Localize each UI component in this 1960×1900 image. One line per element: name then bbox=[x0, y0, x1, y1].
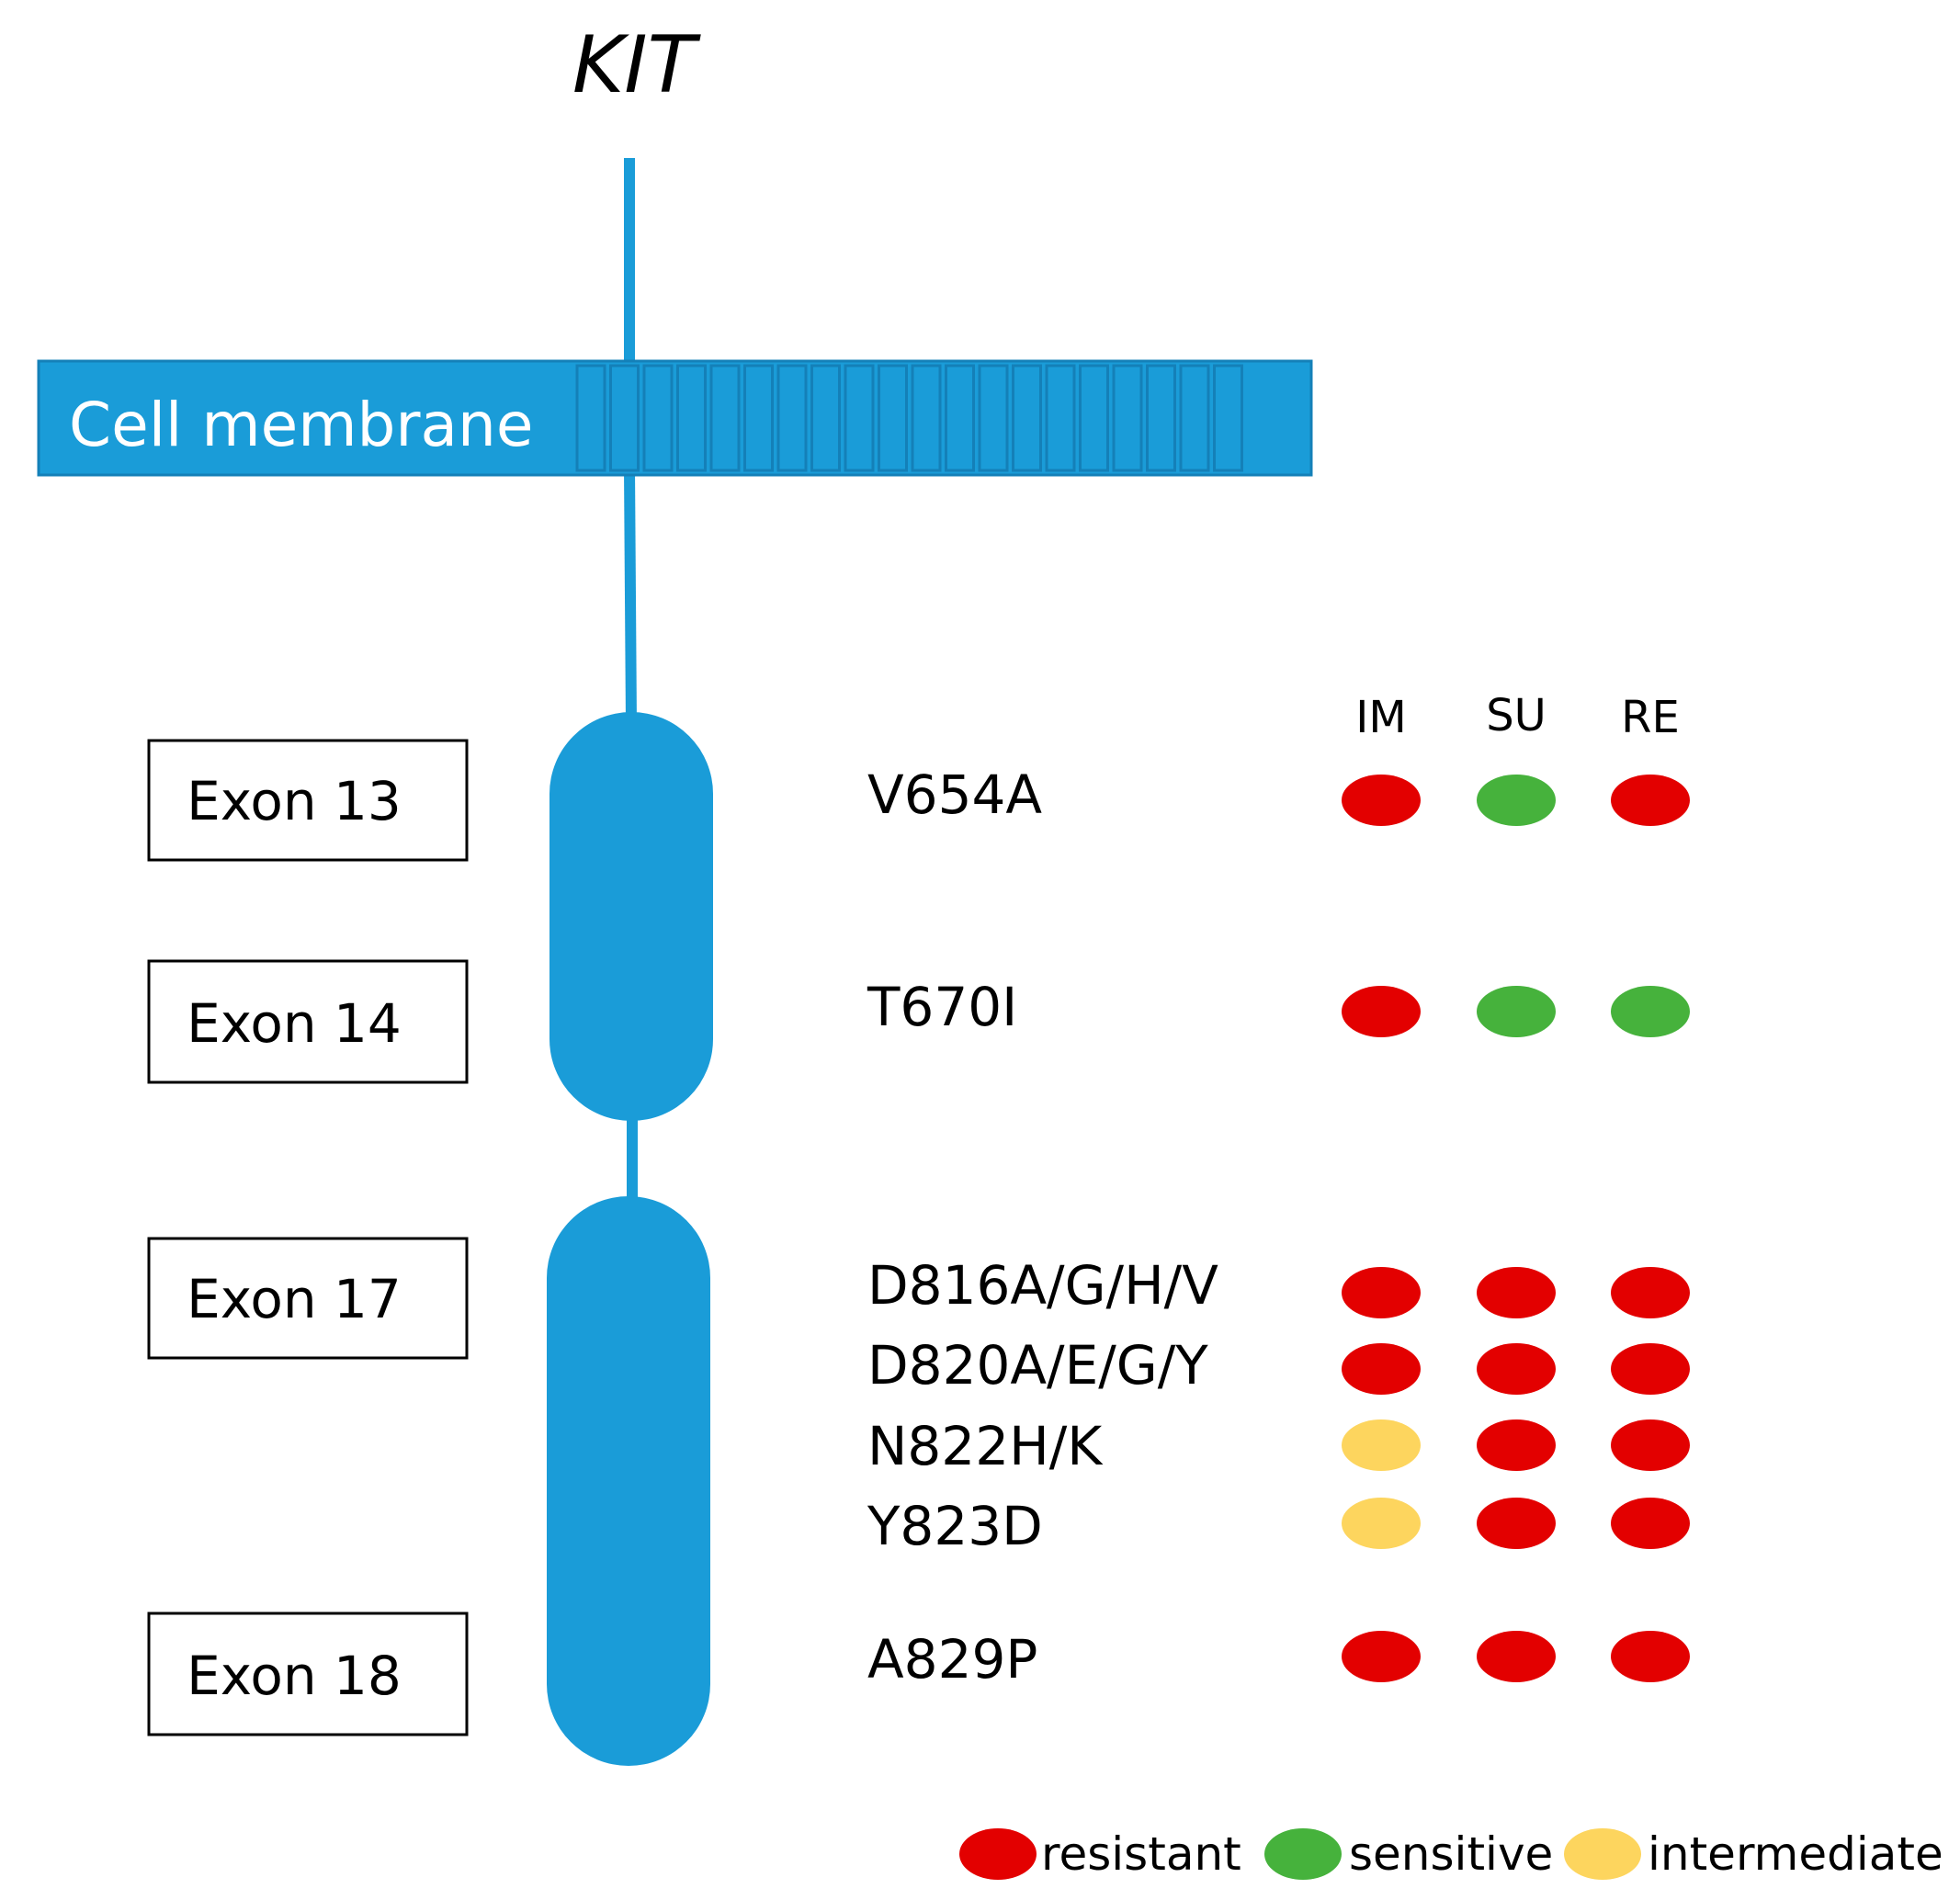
response-dot-resistant bbox=[1342, 1631, 1421, 1682]
membrane-stripe bbox=[1179, 364, 1210, 472]
exon-17-label: Exon 17 bbox=[187, 1268, 402, 1330]
response-grid bbox=[1342, 775, 1690, 1682]
membrane-stripe bbox=[1012, 364, 1042, 472]
exon-13-box: Exon 13 bbox=[147, 739, 469, 862]
membrane-stripe bbox=[1112, 364, 1143, 472]
legend-resistant-swatch bbox=[959, 1828, 1037, 1880]
membrane-stripe bbox=[911, 364, 942, 472]
legend: resistant sensitive intermediate bbox=[959, 1827, 1943, 1881]
mutation-label: N822H/K bbox=[867, 1415, 1104, 1477]
membrane-stripe bbox=[878, 364, 908, 472]
response-dot-resistant bbox=[1611, 1498, 1690, 1549]
membrane-stripe bbox=[810, 364, 841, 472]
column-header-su: SU bbox=[1486, 690, 1546, 741]
legend-sensitive-label: sensitive bbox=[1349, 1827, 1553, 1881]
diagram-title: KIT bbox=[572, 19, 702, 111]
mutation-label: Y823D bbox=[867, 1495, 1043, 1557]
response-dot-resistant bbox=[1342, 1267, 1421, 1318]
exon-14-label: Exon 14 bbox=[187, 992, 402, 1055]
column-header-im: IM bbox=[1355, 692, 1407, 743]
membrane-bar bbox=[37, 359, 1313, 477]
response-dot-resistant bbox=[1611, 1267, 1690, 1318]
response-dot-resistant bbox=[1477, 1419, 1556, 1471]
membrane-stripe bbox=[642, 364, 674, 472]
mutation-label: V654A bbox=[867, 763, 1042, 826]
membrane-stripe bbox=[1079, 364, 1109, 472]
exon-14-box: Exon 14 bbox=[147, 959, 469, 1084]
membrane-stripe bbox=[609, 364, 640, 472]
membrane-stripe bbox=[676, 364, 707, 472]
membrane-stripe bbox=[1146, 364, 1176, 472]
response-dot-resistant bbox=[1611, 1419, 1690, 1471]
membrane-stripe bbox=[1213, 364, 1243, 472]
mutation-label: D820A/E/G/Y bbox=[867, 1334, 1208, 1397]
mutation-label: T670I bbox=[867, 976, 1017, 1038]
response-dot-resistant bbox=[1477, 1267, 1556, 1318]
membrane-stripe bbox=[844, 364, 875, 472]
response-dot-resistant bbox=[1611, 1343, 1690, 1395]
protein-stem-lower bbox=[624, 468, 637, 727]
membrane-stripe bbox=[1045, 364, 1076, 472]
membrane-stripe bbox=[709, 364, 741, 472]
response-dot-intermediate bbox=[1342, 1419, 1421, 1471]
mutation-label: A829P bbox=[867, 1628, 1037, 1691]
exon-18-box: Exon 18 bbox=[147, 1612, 469, 1736]
response-dot-resistant bbox=[1477, 1343, 1556, 1395]
legend-resistant-label: resistant bbox=[1041, 1827, 1241, 1881]
kinase-domain-upper bbox=[549, 712, 713, 1121]
response-dot-resistant bbox=[1342, 986, 1421, 1037]
cell-membrane: Cell membrane bbox=[37, 359, 1313, 477]
response-dot-sensitive bbox=[1477, 986, 1556, 1037]
response-dot-resistant bbox=[1342, 1343, 1421, 1395]
response-dot-resistant bbox=[1342, 775, 1421, 826]
response-dot-intermediate bbox=[1342, 1498, 1421, 1549]
membrane-stripes bbox=[575, 364, 1243, 472]
membrane-stripe bbox=[743, 364, 774, 472]
membrane-label: Cell membrane bbox=[69, 390, 533, 460]
response-dot-resistant bbox=[1477, 1631, 1556, 1682]
legend-intermediate-swatch bbox=[1564, 1828, 1641, 1880]
membrane-stripe bbox=[575, 364, 606, 472]
response-dot-resistant bbox=[1611, 1631, 1690, 1682]
response-dot-resistant bbox=[1611, 775, 1690, 826]
exon-17-box: Exon 17 bbox=[147, 1237, 469, 1360]
response-dot-sensitive bbox=[1611, 986, 1690, 1037]
exon-13-label: Exon 13 bbox=[187, 770, 402, 832]
mutation-label: D816A/G/H/V bbox=[867, 1254, 1218, 1317]
legend-intermediate-label: intermediate bbox=[1648, 1827, 1943, 1881]
response-dot-resistant bbox=[1477, 1498, 1556, 1549]
membrane-stripe bbox=[945, 364, 975, 472]
column-header-re: RE bbox=[1621, 692, 1680, 743]
response-dot-sensitive bbox=[1477, 775, 1556, 826]
membrane-stripe bbox=[776, 364, 808, 472]
kinase-domain-lower bbox=[547, 1196, 710, 1766]
membrane-stripe bbox=[978, 364, 1009, 472]
legend-sensitive-swatch bbox=[1264, 1828, 1342, 1880]
exon-18-label: Exon 18 bbox=[187, 1645, 402, 1707]
